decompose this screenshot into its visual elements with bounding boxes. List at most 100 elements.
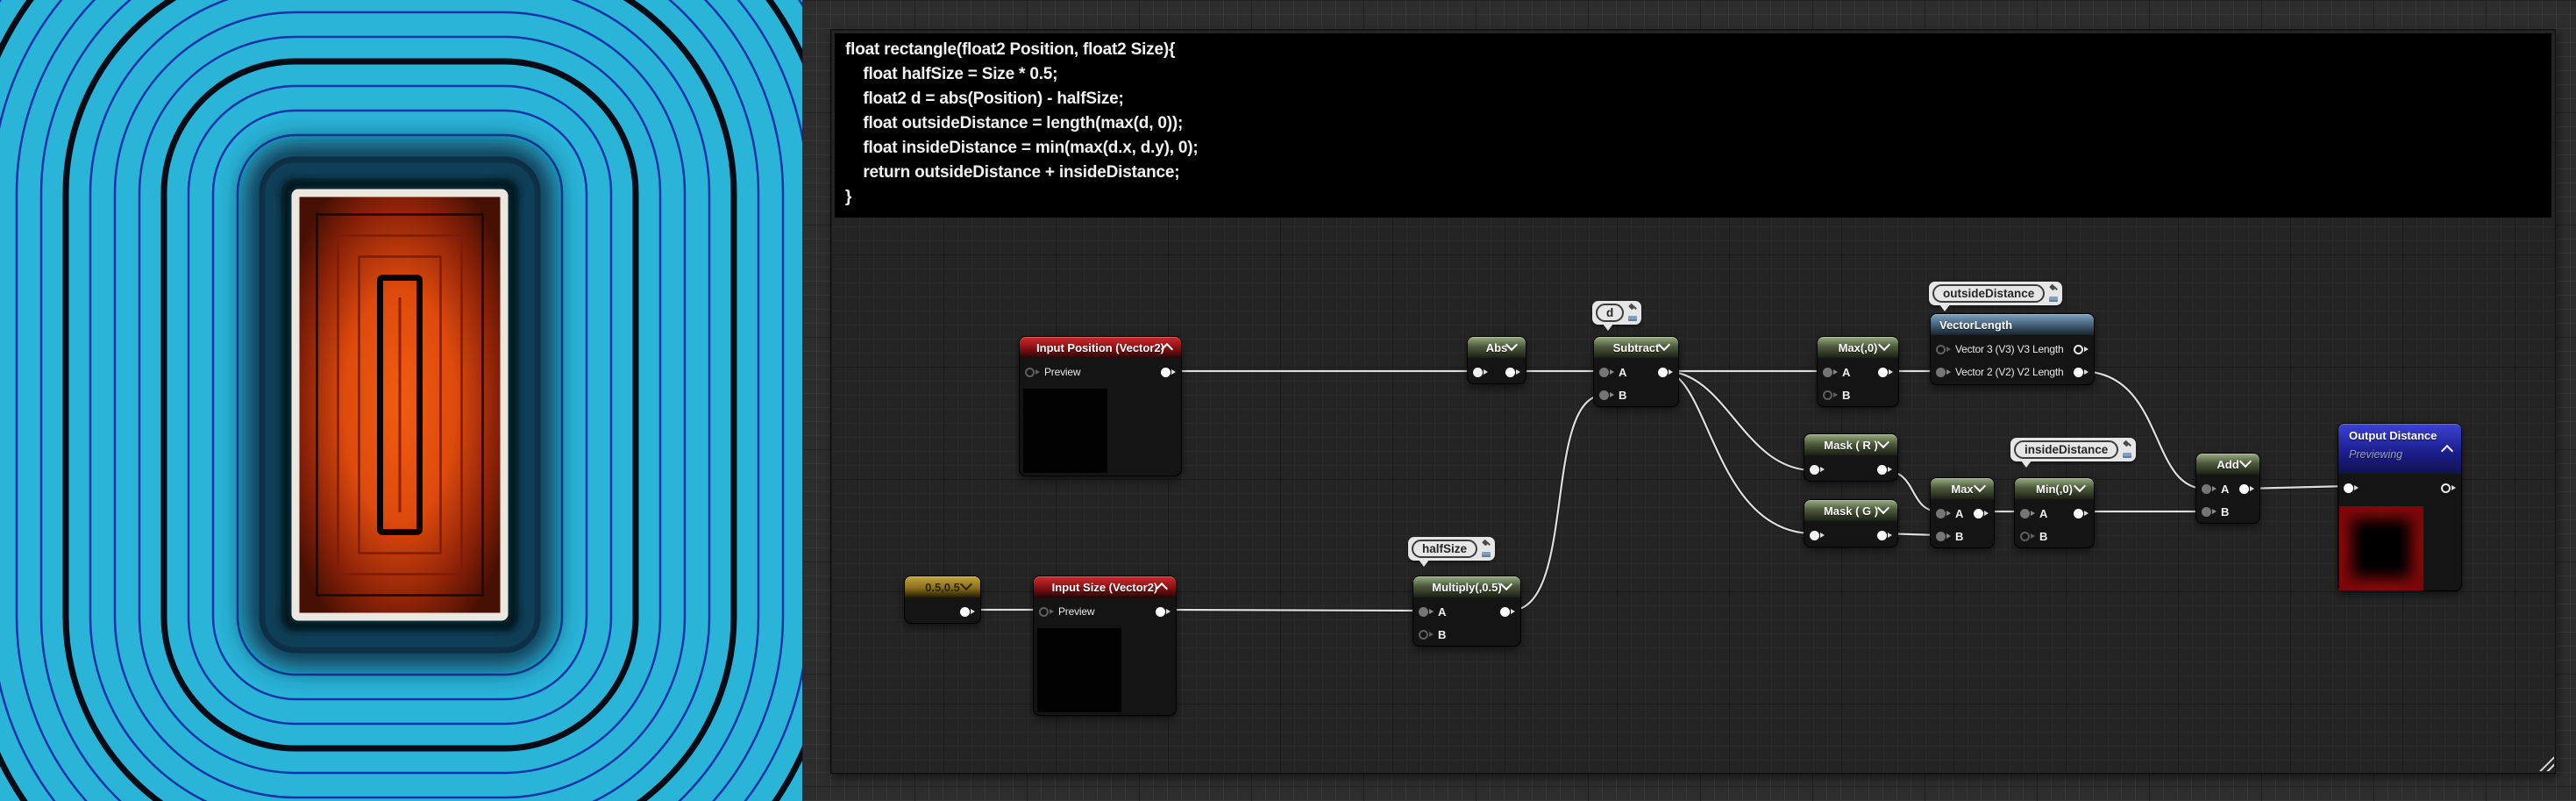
input-pin[interactable] <box>2202 506 2211 517</box>
pin-row: B <box>1931 525 1994 547</box>
pin-arrow <box>1833 392 1838 397</box>
node-input-position[interactable]: Input Position (Vector2)Preview <box>1020 337 1181 476</box>
output-pin[interactable] <box>1877 530 1887 540</box>
name-bubble-d[interactable]: d <box>1592 301 1642 331</box>
dropdown-chevron-icon[interactable] <box>1499 577 1513 591</box>
node-header[interactable]: Mask ( R ) <box>1804 434 1897 455</box>
input-pin[interactable] <box>1419 629 1428 640</box>
node-const-05[interactable]: 0.5,0.5 <box>905 576 980 623</box>
dropdown-chevron-icon[interactable] <box>1876 501 1890 515</box>
pin-arrow <box>2031 511 2035 516</box>
output-pin[interactable] <box>2074 367 2083 377</box>
output-pin[interactable] <box>2441 483 2451 493</box>
dropdown-chevron-icon[interactable] <box>2073 479 2087 493</box>
pin-row: A <box>1931 502 1994 525</box>
input-pin[interactable] <box>1419 606 1428 617</box>
node-header[interactable]: VectorLength <box>1931 314 2094 335</box>
input-pin[interactable] <box>2020 508 2030 519</box>
node-header[interactable]: Abs <box>1468 337 1526 358</box>
pin-arrow <box>2354 485 2359 490</box>
input-pin[interactable] <box>1599 390 1609 400</box>
name-bubble-insideDistance[interactable]: insideDistance <box>2010 438 2137 468</box>
node-header[interactable]: Mask ( G ) <box>1804 500 1897 521</box>
pin-label: A <box>1438 604 1447 619</box>
dropdown-chevron-icon[interactable] <box>1877 338 1891 352</box>
node-header[interactable]: 0.5,0.5 <box>905 576 980 597</box>
input-pin[interactable] <box>1936 367 1946 377</box>
input-pin[interactable] <box>2202 483 2211 494</box>
output-pin[interactable] <box>2239 483 2249 494</box>
node-title: Max(,0) <box>1838 340 1878 354</box>
name-bubble-halfSize[interactable]: halfSize <box>1408 537 1496 567</box>
input-pin[interactable] <box>1823 390 1832 400</box>
pushpin-icon[interactable] <box>1628 304 1637 311</box>
node-preview-thumbnail <box>1037 628 1121 712</box>
output-pin[interactable] <box>2074 344 2083 354</box>
input-pin[interactable] <box>1039 606 1049 617</box>
node-header[interactable]: Input Position (Vector2) <box>1020 337 1181 358</box>
pushpin-icon[interactable] <box>1482 540 1491 547</box>
output-pin[interactable] <box>1658 367 1668 377</box>
output-pin[interactable] <box>1161 367 1171 377</box>
input-pin[interactable] <box>1810 530 1819 540</box>
input-pin[interactable] <box>1823 367 1832 377</box>
bubble-label: halfSize <box>1412 540 1478 558</box>
dropdown-chevron-icon[interactable] <box>1973 479 1987 493</box>
pin-row <box>1804 524 1897 547</box>
node-mask-r[interactable]: Mask ( R ) <box>1804 434 1897 481</box>
pushpin-icon[interactable] <box>2123 441 2131 447</box>
input-pin[interactable] <box>1936 531 1946 541</box>
name-bubble-outsideDistance[interactable]: outsideDistance <box>1929 282 2063 311</box>
node-title: Mask ( R ) <box>1824 438 1878 452</box>
node-abs[interactable]: Abs <box>1468 337 1526 383</box>
sdf-preview-viewport <box>0 0 802 801</box>
output-pin[interactable] <box>1500 606 1510 617</box>
input-pin[interactable] <box>2344 483 2353 493</box>
node-mask-g[interactable]: Mask ( G ) <box>1804 500 1897 547</box>
node-title: Mask ( G ) <box>1823 504 1879 518</box>
pin-arrow <box>2250 486 2254 491</box>
output-pin[interactable] <box>1974 508 1983 519</box>
input-pin[interactable] <box>1810 464 1819 475</box>
node-header[interactable]: Max <box>1931 478 1994 499</box>
input-pin[interactable] <box>1599 367 1609 377</box>
pin-label: Vector 2 (V2) V2 Length <box>1955 366 2064 378</box>
input-pin[interactable] <box>2020 531 2030 541</box>
output-pin[interactable] <box>1877 464 1887 475</box>
input-pin[interactable] <box>1936 344 1946 354</box>
input-pin[interactable] <box>1473 367 1483 377</box>
dropdown-chevron-icon[interactable] <box>1657 338 1671 352</box>
node-header[interactable]: Min(,0) <box>2015 478 2094 499</box>
collapse-chevron-icon[interactable] <box>2440 444 2454 458</box>
node-title: Max <box>1951 482 1974 496</box>
pushpin-icon[interactable] <box>2049 285 2058 291</box>
node-header[interactable]: Multiply(,0.5) <box>1413 576 1520 597</box>
dropdown-chevron-icon[interactable] <box>2238 454 2252 468</box>
node-title: Min(,0) <box>2036 482 2073 496</box>
output-pin[interactable] <box>2074 508 2083 519</box>
output-pin[interactable] <box>960 606 970 617</box>
node-header[interactable]: Add <box>2196 454 2259 475</box>
input-pin[interactable] <box>1025 367 1035 377</box>
node-input-size[interactable]: Input Size (Vector2)Preview <box>1034 576 1176 715</box>
output-pin[interactable] <box>1505 367 1515 377</box>
pin-arrow <box>2451 485 2456 490</box>
node-header[interactable]: Max(,0) <box>1818 337 1898 358</box>
dropdown-chevron-icon[interactable] <box>959 577 973 591</box>
output-pin[interactable] <box>1878 367 1888 377</box>
input-pin[interactable] <box>1936 508 1946 519</box>
pin-label: A <box>2039 506 2048 520</box>
node-header[interactable]: Subtract <box>1594 337 1678 358</box>
output-pin[interactable] <box>1156 606 1165 617</box>
node-header[interactable]: Input Size (Vector2) <box>1034 576 1176 597</box>
dropdown-chevron-icon[interactable] <box>1876 435 1890 449</box>
